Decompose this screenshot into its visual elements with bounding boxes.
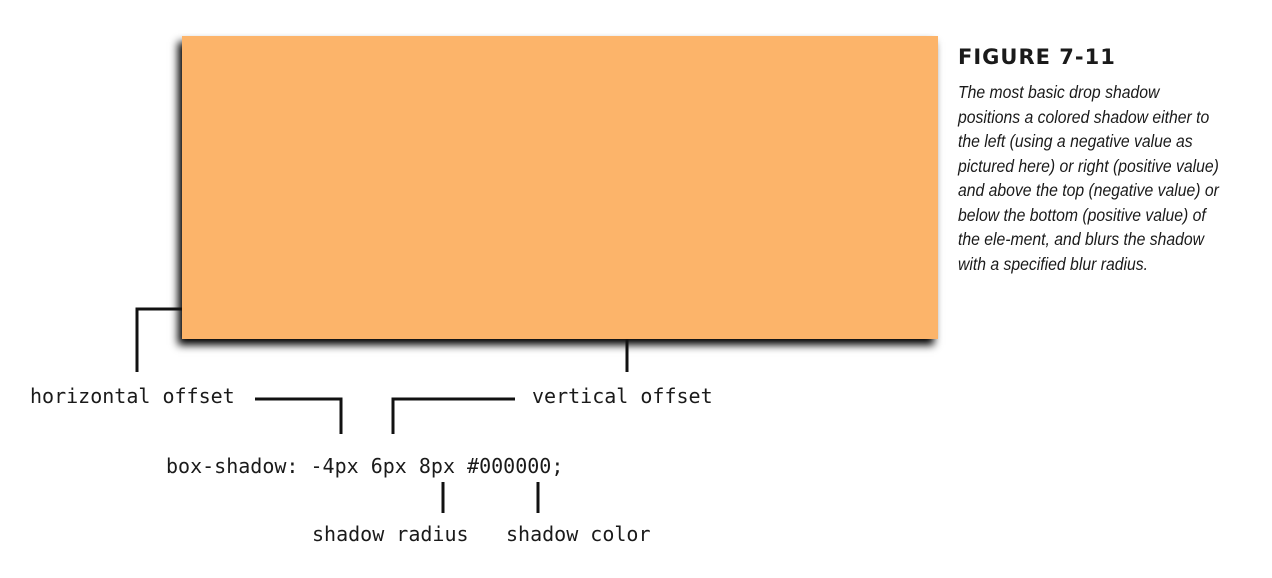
box-shadow-code: box-shadow: -4px 6px 8px #000000;	[166, 454, 564, 478]
figure-caption: The most basic drop shadow positions a c…	[958, 82, 1219, 274]
shadowed-demo-box	[182, 36, 938, 339]
shadow-color-label: shadow color	[506, 522, 651, 546]
horizontal-offset-code-leader	[255, 397, 343, 434]
shadow-radius-label: shadow radius	[312, 522, 469, 546]
vertical-offset-code-leader	[391, 397, 515, 434]
horizontal-offset-label: horizontal offset	[30, 384, 235, 408]
figure-number: FIGURE 7-11	[958, 45, 1116, 69]
vertical-offset-label: vertical offset	[532, 384, 713, 408]
horizontal-offset-box-leader	[135, 307, 182, 372]
